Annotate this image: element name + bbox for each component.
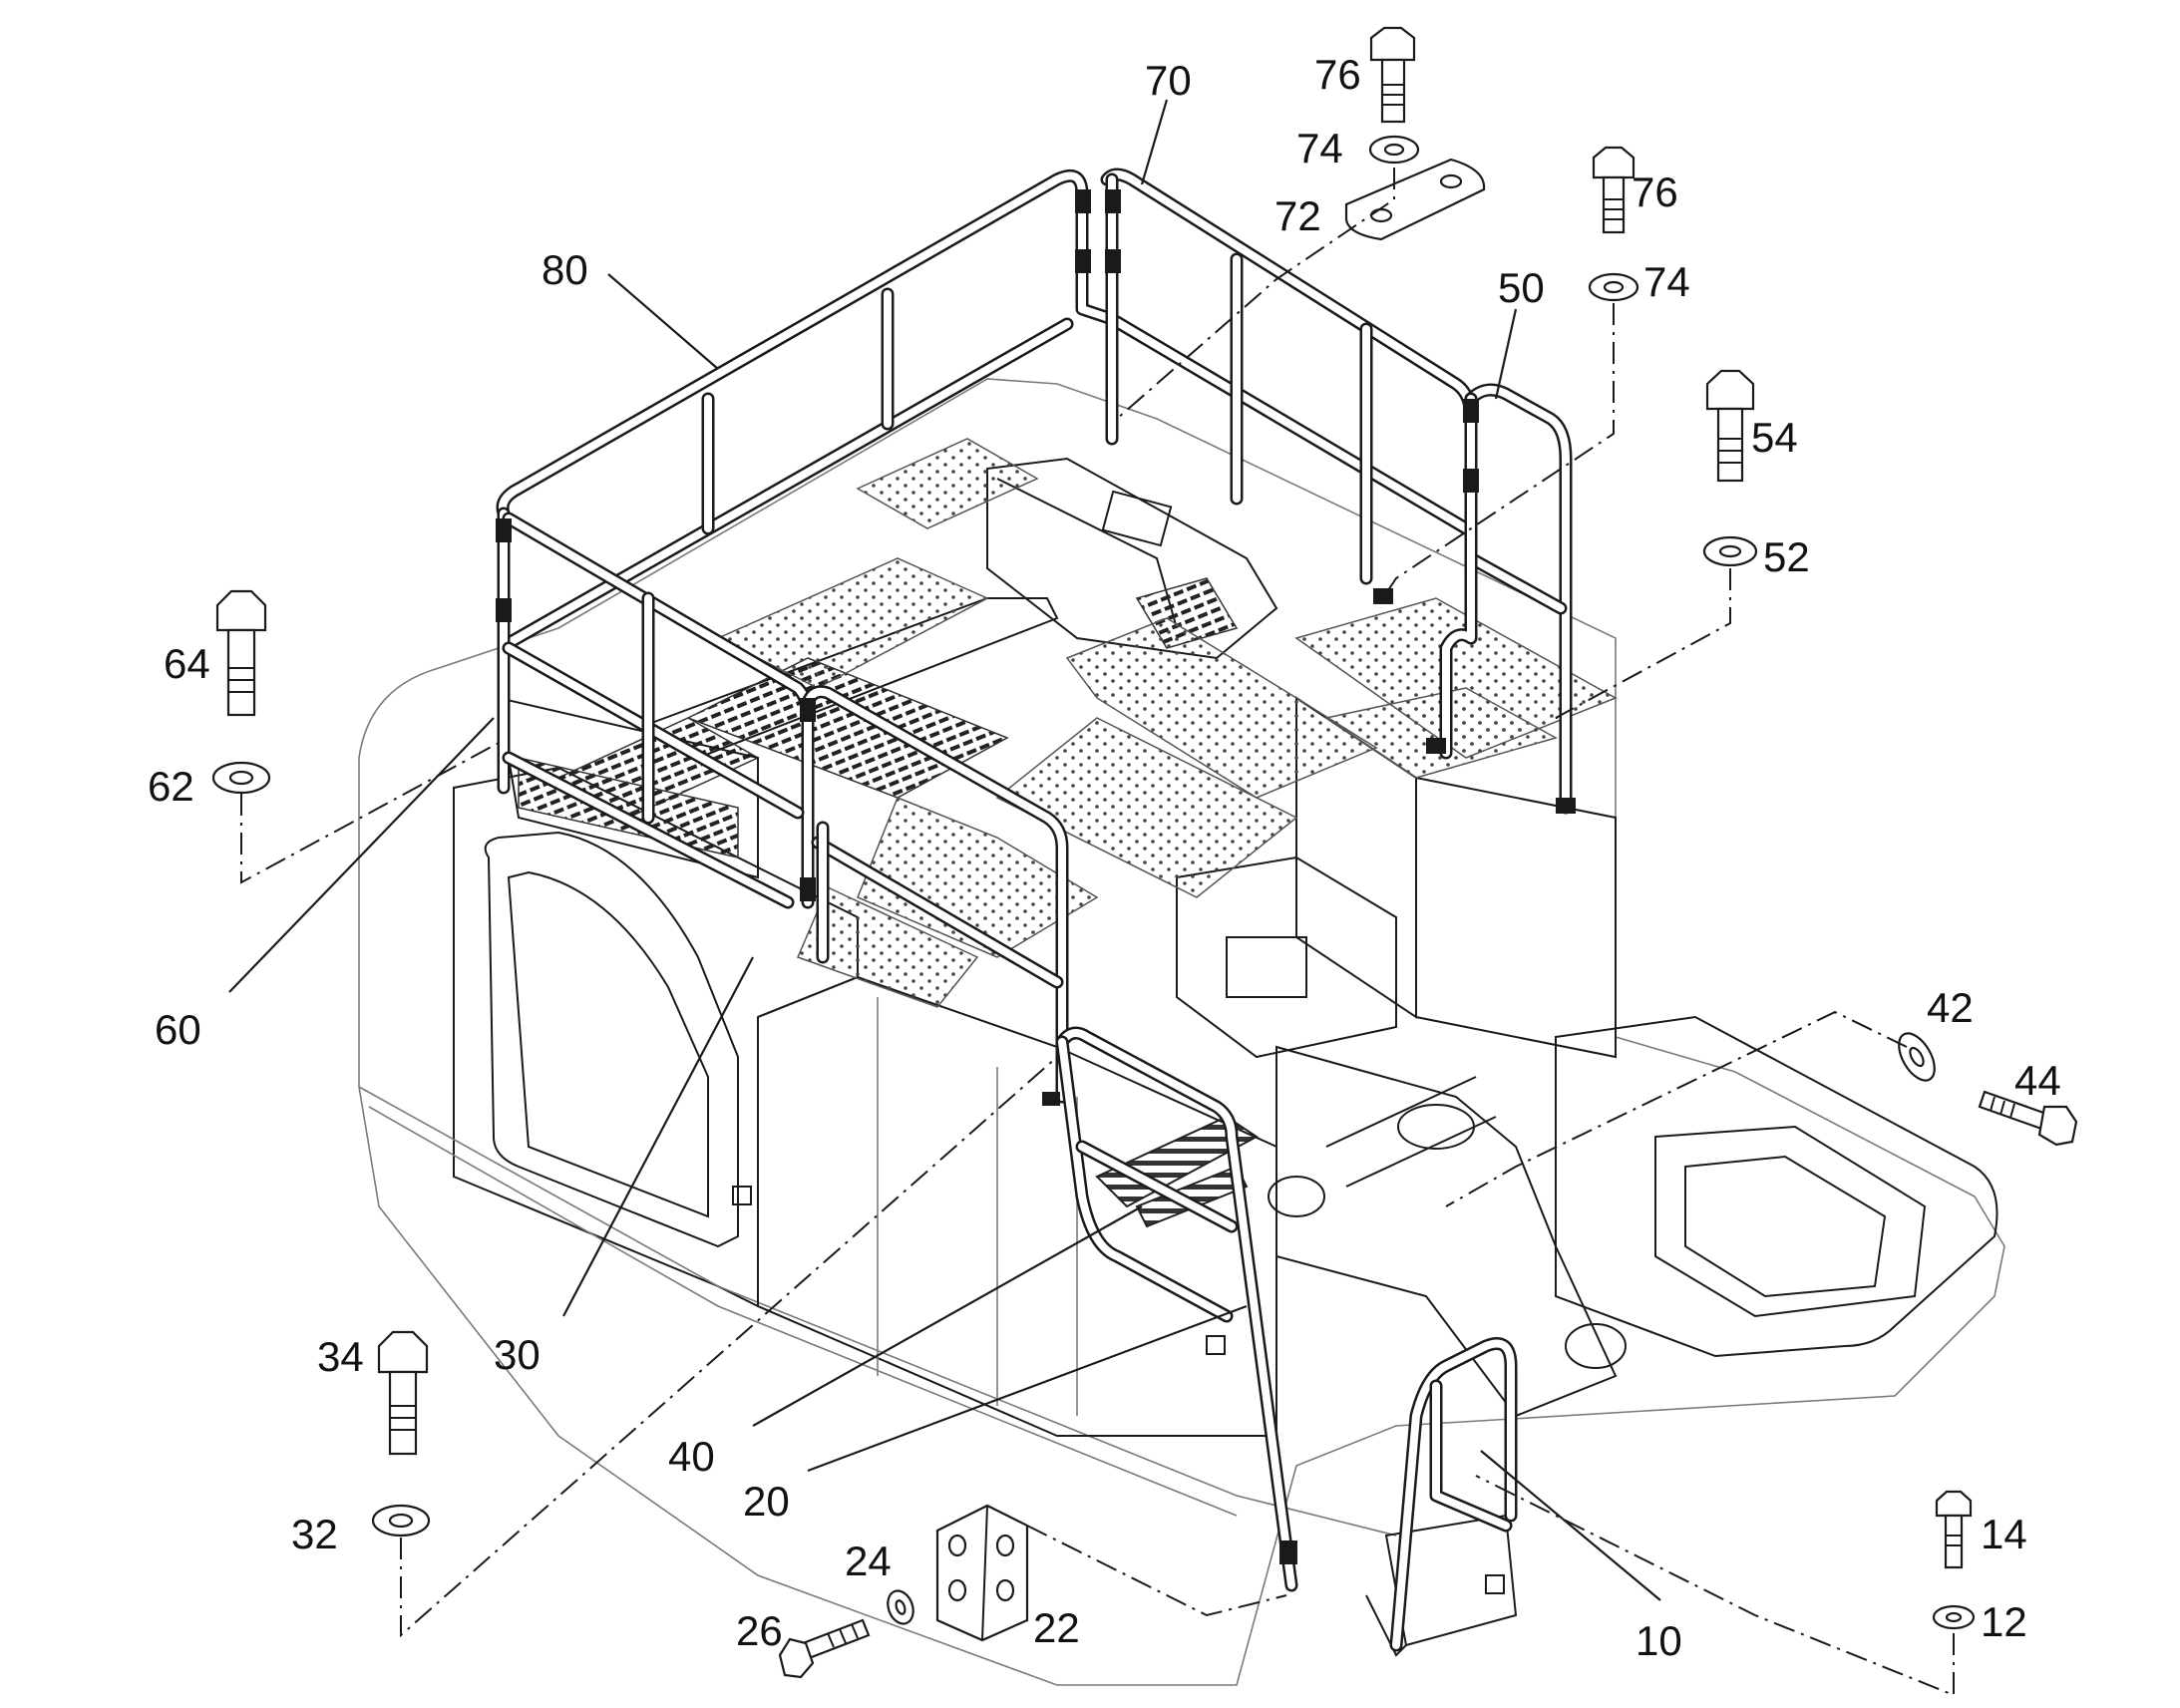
callout-76-top: 76 (1314, 51, 1361, 98)
callout-76-right: 76 (1632, 169, 1678, 215)
callout-60: 60 (155, 1006, 201, 1053)
callout-72: 72 (1274, 192, 1321, 239)
callout-74-right: 74 (1643, 258, 1690, 305)
callout-62: 62 (148, 763, 194, 810)
callout-80: 80 (542, 246, 588, 293)
bracket-22 (935, 1504, 1029, 1642)
bolt-64 (215, 589, 267, 717)
ladder-20 (1055, 1026, 1298, 1592)
callout-30: 30 (494, 1331, 541, 1378)
handrail-10 (1389, 1337, 1518, 1652)
callout-10: 10 (1635, 1617, 1682, 1664)
washer-62 (211, 761, 271, 795)
washer-12 (1932, 1604, 1976, 1630)
callout-42: 42 (1927, 984, 1974, 1031)
assembly-paths (240, 168, 1955, 1697)
rail-clamps (496, 189, 1576, 1564)
callout-54: 54 (1751, 414, 1798, 461)
callout-20: 20 (743, 1478, 790, 1525)
callout-24: 24 (845, 1537, 892, 1584)
callout-34: 34 (317, 1333, 364, 1380)
bolt-34 (377, 1330, 429, 1456)
washer-42 (1898, 1032, 1936, 1082)
callout-44: 44 (2014, 1057, 2061, 1104)
railing-50 (1439, 383, 1573, 815)
callout-50: 50 (1498, 264, 1545, 311)
washer-74-right (1588, 272, 1639, 302)
bolt-44 (1978, 1090, 2078, 1147)
bolt-54 (1705, 369, 1755, 483)
callout-14: 14 (1981, 1511, 2027, 1557)
machine-body (358, 378, 2005, 1686)
bolt-14 (1935, 1490, 1973, 1569)
railing-80 (496, 169, 1119, 795)
callout-22: 22 (1033, 1604, 1080, 1651)
bolt-26 (778, 1618, 871, 1679)
bolt-76-right (1592, 146, 1635, 234)
bolt-76-top (1369, 26, 1416, 124)
callout-64: 64 (164, 640, 210, 687)
plate-72 (1344, 158, 1486, 241)
washer-32 (371, 1504, 431, 1537)
callout-12: 12 (1981, 1598, 2027, 1645)
railing-30 (801, 685, 1069, 1104)
callout-26: 26 (736, 1607, 783, 1654)
washer-74-top (1368, 135, 1420, 165)
washer-24 (887, 1589, 914, 1625)
callout-70: 70 (1145, 57, 1192, 104)
callout-52: 52 (1763, 533, 1810, 580)
leader-lines (228, 99, 1661, 1601)
callout-74-top: 74 (1296, 125, 1343, 171)
callout-32: 32 (291, 1511, 338, 1557)
washer-52 (1702, 535, 1758, 567)
callout-40: 40 (668, 1433, 715, 1480)
